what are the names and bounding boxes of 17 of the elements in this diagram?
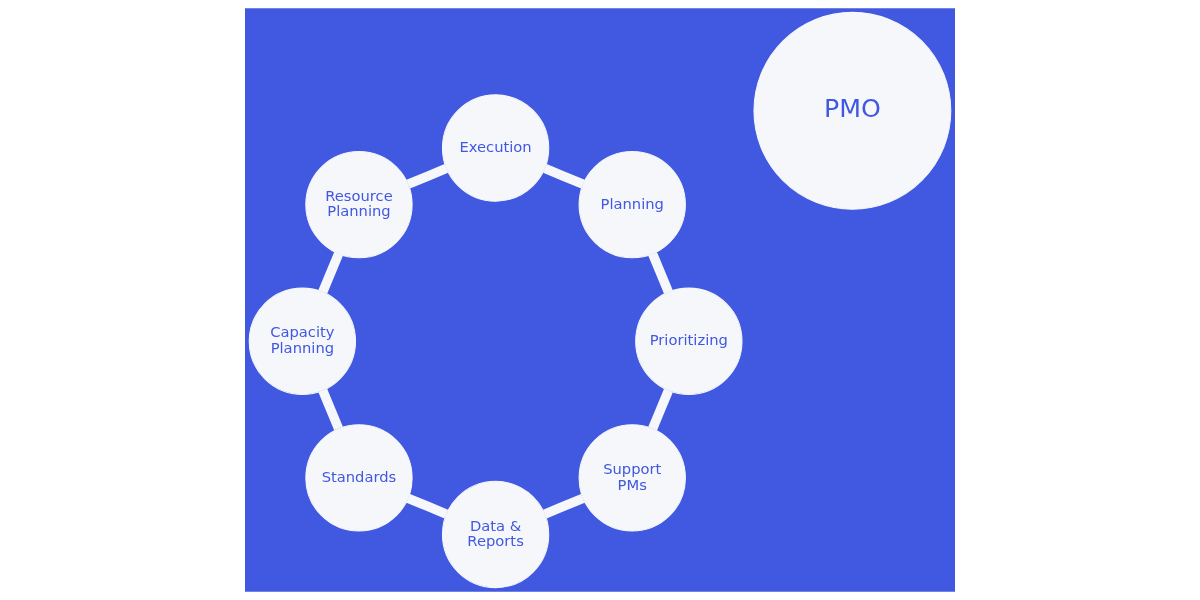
node-circle: Planning: [578, 150, 686, 259]
node-circle: Resource Planning: [305, 150, 413, 259]
connector: [406, 493, 449, 519]
connector: [648, 388, 673, 431]
node-circle: Capacity Planning: [248, 287, 357, 395]
connector: [543, 493, 585, 519]
connector: [318, 388, 343, 431]
node-circle: Execution: [441, 94, 550, 202]
node-circle: Standards: [305, 424, 413, 532]
connector: [406, 164, 449, 189]
node-circle: Prioritizing: [635, 287, 743, 395]
node-circle: Support PMs: [578, 424, 686, 532]
connector: [648, 252, 673, 294]
node-circle: PMO: [753, 11, 952, 210]
connector: [543, 164, 585, 189]
node-circle: Data & Reports: [441, 480, 550, 589]
connector: [318, 252, 343, 294]
